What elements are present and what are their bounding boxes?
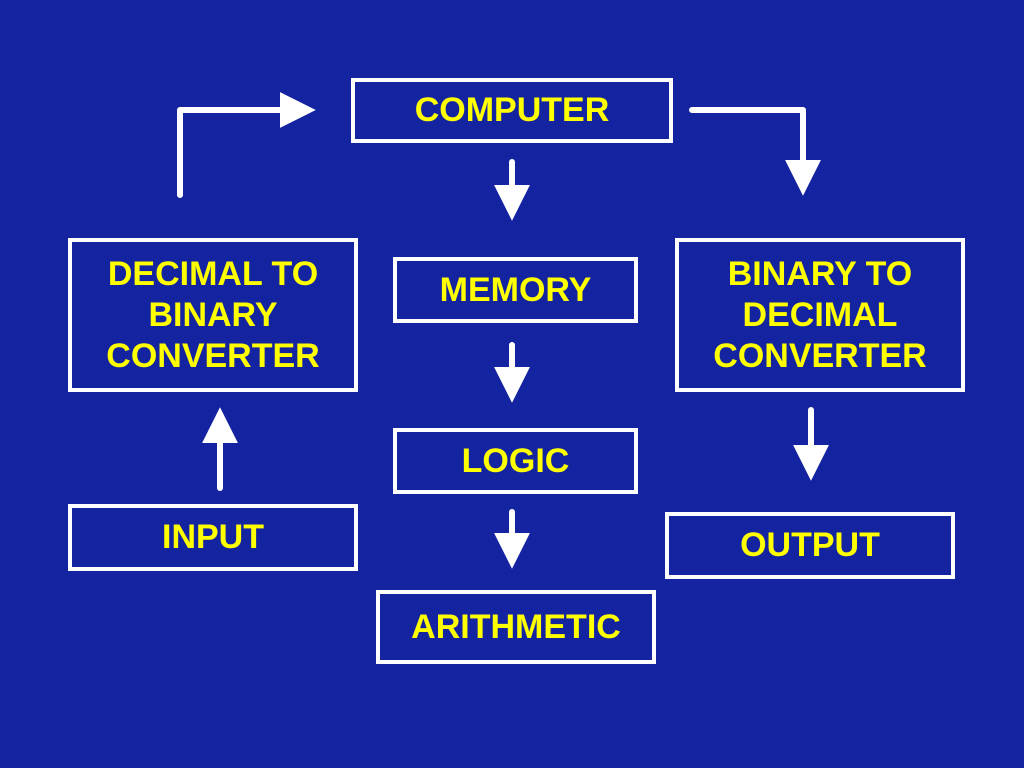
output-label: OUTPUT (740, 526, 880, 564)
arithmetic-label: ARITHMETIC (411, 607, 621, 646)
arrow-computer-to-binary-converter (689, 107, 821, 196)
binary-to-decimal-converter-label: BINARY TO DECIMAL CONVERTER (713, 254, 927, 375)
arithmetic-box: ARITHMETIC (376, 590, 656, 664)
computer-box: COMPUTER (351, 78, 673, 143)
computer-label: COMPUTER (414, 91, 610, 129)
output-box: OUTPUT (665, 512, 955, 579)
input-box: INPUT (68, 504, 358, 571)
memory-label: MEMORY (439, 270, 592, 309)
input-label: INPUT (162, 518, 264, 556)
logic-label: LOGIC (461, 441, 570, 480)
memory-box: MEMORY (393, 257, 638, 323)
decimal-to-binary-converter-label: DECIMAL TO BINARY CONVERTER (106, 254, 320, 375)
decimal-to-binary-converter-box: DECIMAL TO BINARY CONVERTER (68, 238, 358, 392)
arrow-decimal-converter-to-computer (177, 92, 316, 198)
binary-to-decimal-converter-box: BINARY TO DECIMAL CONVERTER (675, 238, 965, 392)
logic-box: LOGIC (393, 428, 638, 494)
